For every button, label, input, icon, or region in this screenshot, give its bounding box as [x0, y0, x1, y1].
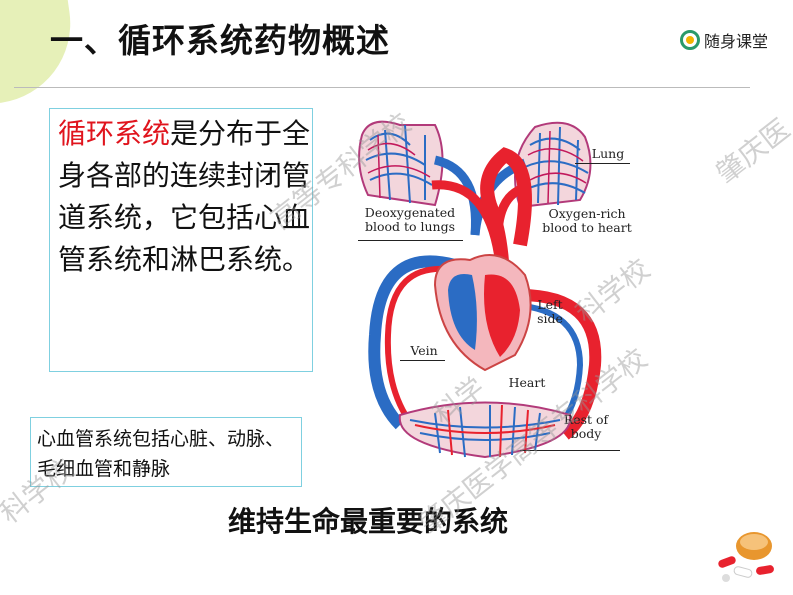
lung-callout-line — [575, 163, 630, 164]
label-lung: Lung — [591, 146, 625, 161]
cardiovascular-note-text: 心血管系统包括心脏、动脉、毛细血管和静脉 — [37, 428, 285, 480]
vein-callout-line — [400, 360, 445, 361]
cardiovascular-note-box: 心血管系统包括心脏、动脉、毛细血管和静脉 — [30, 417, 302, 487]
right-lung-capillaries — [514, 121, 592, 209]
heart-shape — [433, 254, 532, 372]
circulation-illustration — [358, 120, 602, 459]
main-text-body: 是分布于全身各部的连续封闭管道系统，它包括心血管系统和淋巴系统。 — [58, 117, 311, 276]
label-heart: Heart — [508, 375, 546, 390]
label-left-side: Left side — [537, 297, 563, 326]
page-title: 一、循环系统药物概述 — [50, 21, 390, 60]
pills-decoration-icon — [718, 532, 774, 582]
highlight-term: 循环系统 — [58, 117, 171, 150]
circulation-diagram: Lung Deoxygenated blood to lungs Oxygen-… — [340, 95, 632, 465]
main-text-box: 循环系统是分布于全身各部的连续封闭管道系统，它包括心血管系统和淋巴系统。 — [49, 108, 313, 372]
label-rest-of-body: Rest of body — [563, 412, 609, 441]
title-divider — [14, 87, 750, 88]
logo: 随身课堂 — [680, 28, 768, 52]
tagline: 维持生命最重要的系统 — [228, 505, 509, 538]
label-deoxygenated: Deoxygenated blood to lungs — [364, 205, 456, 234]
label-oxygen-rich: Oxygen-rich blood to heart — [542, 206, 632, 235]
body-callout-line — [520, 450, 620, 451]
left-lung-capillaries — [358, 120, 444, 207]
logo-text: 随身课堂 — [704, 32, 769, 51]
deoxygenated-callout-line — [358, 240, 463, 241]
body-capillaries — [398, 401, 572, 459]
watermark-2: 肇庆医 — [709, 112, 793, 191]
label-vein: Vein — [410, 343, 438, 358]
logo-circle-icon — [680, 30, 700, 50]
